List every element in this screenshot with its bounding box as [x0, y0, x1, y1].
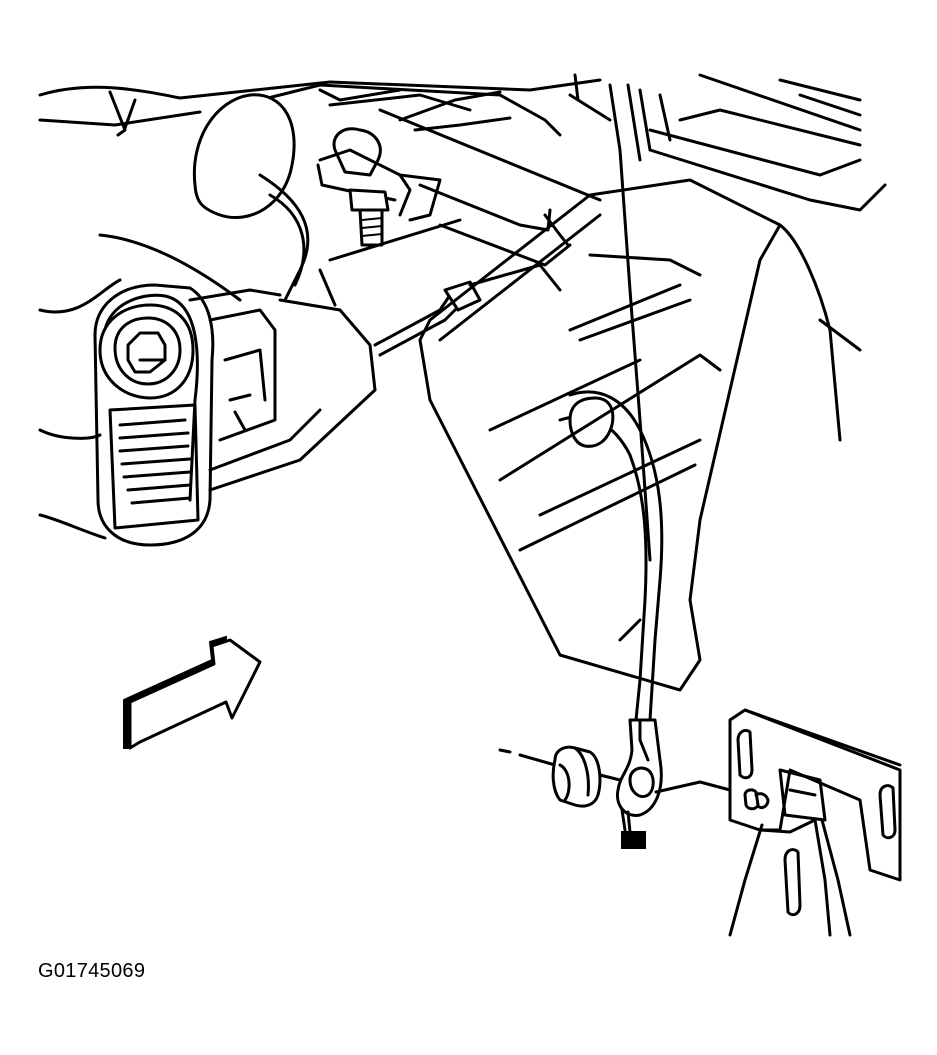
dashboard-panel	[38, 73, 612, 202]
cable-end-eyelet	[615, 718, 732, 849]
view-direction-arrow	[123, 635, 262, 750]
instrument-panel-trim	[418, 178, 782, 692]
vent-slots	[108, 403, 200, 530]
park-lock-cable	[373, 263, 664, 722]
ignition-switch-housing	[38, 268, 377, 547]
cable-bracket	[316, 127, 572, 267]
mounting-bracket	[728, 708, 902, 937]
figure-code-label: G01745069	[38, 960, 146, 982]
steering-column	[38, 93, 310, 314]
cable-retainer-nut	[498, 745, 622, 808]
